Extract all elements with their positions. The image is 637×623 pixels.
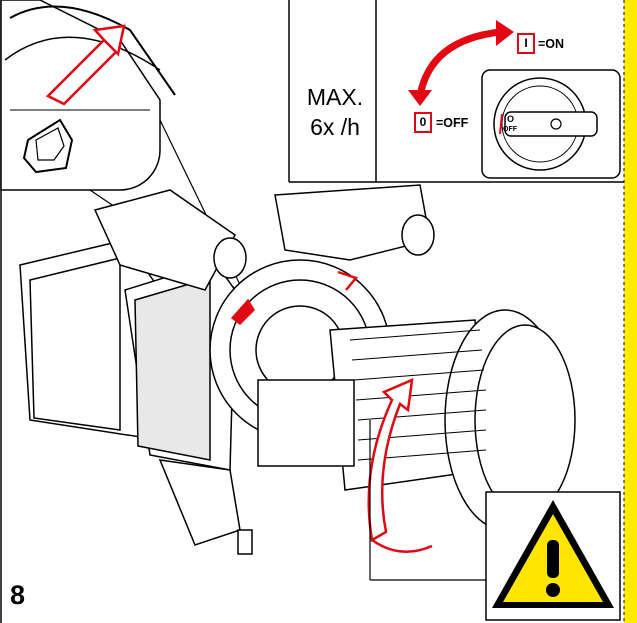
detail-callout: [0, 0, 246, 296]
rotary-switch-icon: [408, 20, 621, 179]
pump-body: [19, 184, 576, 555]
on-label: =ON: [538, 37, 565, 51]
off-symbol-box: 0: [414, 112, 432, 133]
warning-triangle-icon: [492, 500, 614, 608]
off-label: =OFF: [436, 116, 469, 130]
dial-off-mark: OFF: [503, 126, 518, 133]
yellow-edge-strip: [624, 0, 637, 623]
rotation-arrow-icon: [367, 377, 414, 542]
max-label: MAX.: [306, 84, 364, 110]
per-hour-label: 6x /h: [310, 114, 360, 140]
dial-on-mark: O: [507, 114, 514, 124]
start-frequency-text: MAX. 6x /h: [292, 82, 378, 142]
figure-number: 8: [10, 580, 26, 610]
on-symbol-box: I: [517, 33, 535, 54]
